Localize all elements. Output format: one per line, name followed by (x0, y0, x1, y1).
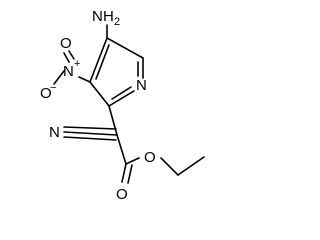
bond-carbonyl-ester-o (125, 157, 140, 165)
carbonyl-double-2 (127, 164, 133, 184)
bond-ch2-ch3 (177, 156, 205, 176)
chemical-structure-diagram: N H 2 N + O O − N N O O (40, 8, 205, 203)
bond-c3-c4 (89, 37, 108, 83)
nitrile-bond-2 (63, 126, 117, 130)
bond-c2-n1-inner (111, 86, 132, 100)
bond-c3-nitro (78, 76, 91, 83)
nitro-o-minus: − (50, 82, 56, 94)
bond-c2-c3 (89, 81, 110, 107)
amine-subscript: 2 (114, 16, 120, 28)
bond-nitro-o-top-2 (68, 50, 75, 60)
bond-n1-c2 (108, 90, 135, 107)
nitrile-bond-3 (63, 136, 117, 141)
nitro-n-label: N (63, 63, 74, 80)
amine-h-label: H (103, 8, 114, 25)
bond-ch-carbonyl (116, 134, 127, 165)
ester-o-label: O (144, 149, 156, 166)
nitrile-n-label: N (49, 124, 60, 141)
bonds (53, 24, 205, 184)
nitro-o-top-label: O (60, 35, 72, 52)
ring-n-label: N (136, 77, 147, 94)
bond-ester-o-ch2 (160, 157, 179, 176)
bond-nitro-o-side (53, 70, 65, 85)
nitro-n-plus: + (74, 58, 80, 70)
bond-nitro-o-top (63, 52, 70, 63)
carbonyl-o-label: O (116, 186, 128, 203)
carbonyl-double-1 (121, 163, 127, 183)
nitrile-bond-1 (63, 131, 118, 136)
amine-n-label: N (92, 8, 103, 25)
bond-c3-c4-inner (95, 44, 110, 80)
nitro-o-side-label: O (40, 85, 52, 102)
bond-c4-c5 (106, 37, 144, 59)
bond-c2-ch (108, 105, 118, 136)
atom-labels: N H 2 N + O O − N N O O (40, 8, 156, 203)
